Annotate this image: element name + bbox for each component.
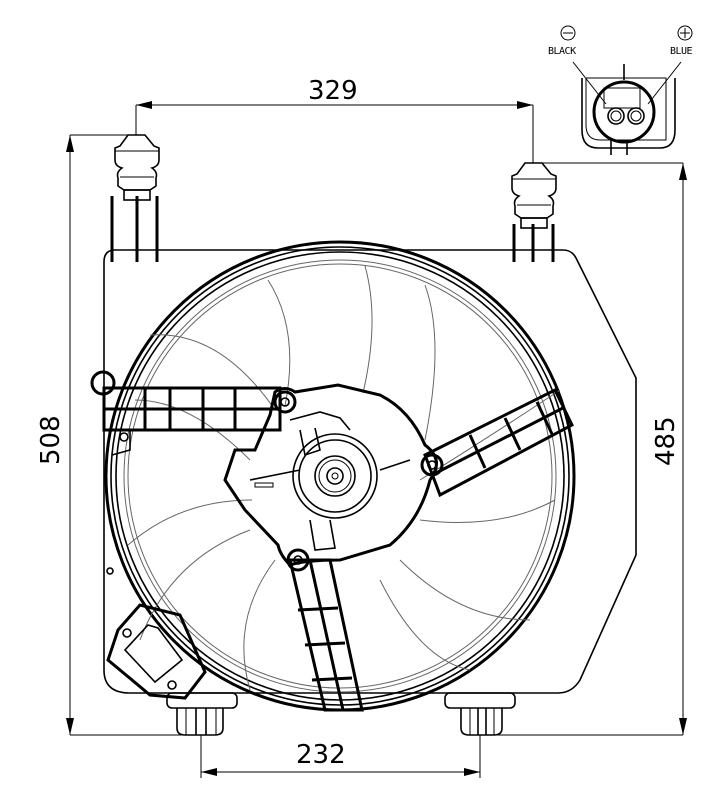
dimension-329 xyxy=(135,101,534,163)
dimension-label-485: 485 xyxy=(651,416,681,466)
spoke-right xyxy=(423,387,574,498)
dimension-232 xyxy=(200,735,481,778)
dimension-485 xyxy=(490,162,687,736)
connector-housing xyxy=(106,603,207,700)
connector-label-blue: BLUE xyxy=(670,46,693,57)
dimension-508 xyxy=(66,134,200,736)
dimension-label-508: 508 xyxy=(36,415,66,465)
connector-pinout xyxy=(560,25,693,155)
connector-label-black: BLACK xyxy=(548,46,576,57)
mount-top-right xyxy=(511,162,557,262)
mount-bottom-right xyxy=(444,692,516,736)
dimension-label-232: 232 xyxy=(296,740,346,770)
dimension-label-329: 329 xyxy=(308,76,358,106)
shroud-outline xyxy=(103,249,637,694)
fan-blades xyxy=(127,265,561,691)
motor-frame xyxy=(223,383,444,572)
fan-ring xyxy=(104,240,576,712)
mount-bottom-left xyxy=(166,692,238,736)
mount-top-left xyxy=(110,134,160,262)
mount-hole-ring xyxy=(90,370,116,396)
motor-hub xyxy=(254,433,378,519)
spoke-left xyxy=(102,386,282,432)
